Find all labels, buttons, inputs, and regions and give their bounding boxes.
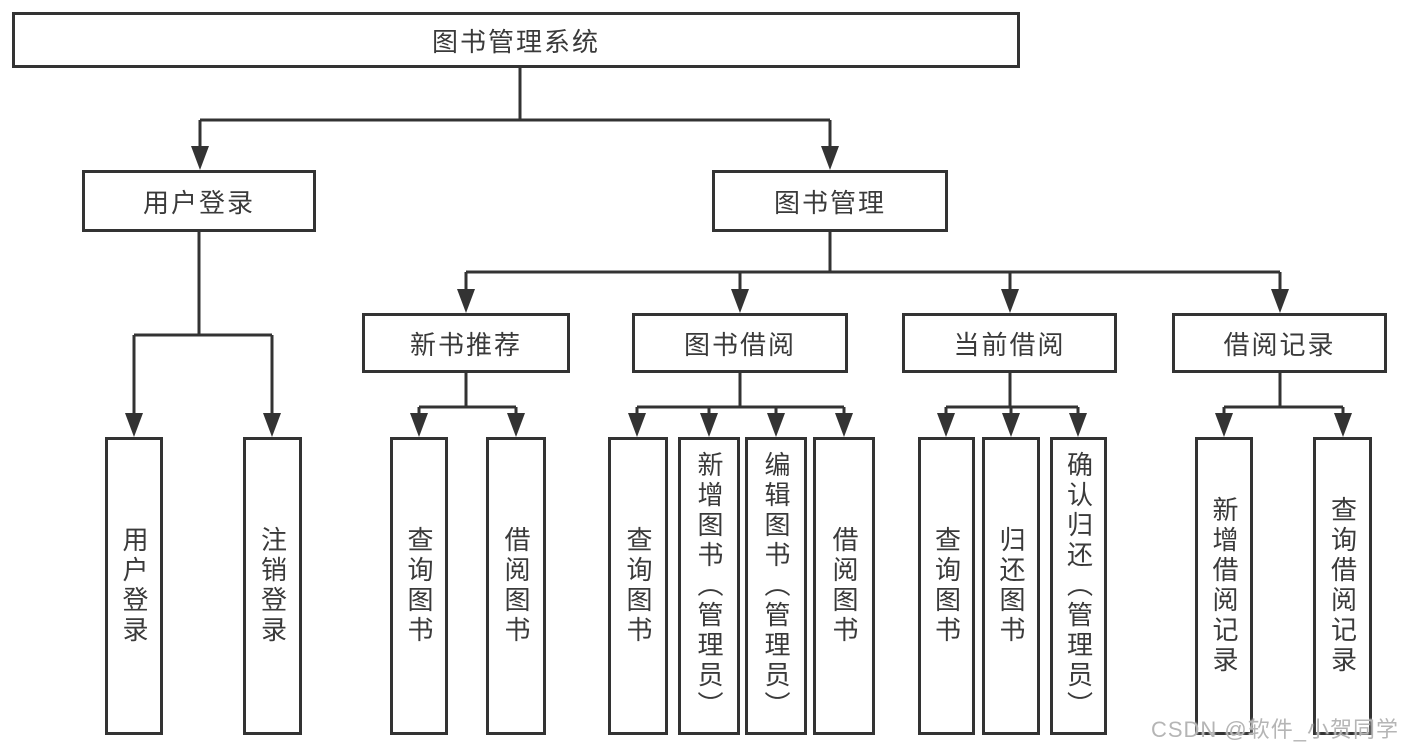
leaf-records-add-record: 新增借阅记录 [1195,437,1253,735]
leaf-current-confirm-return-admin: 确认归还（管理员） [1050,437,1107,735]
leaf-borrow-query-book: 查询图书 [608,437,668,735]
leaf-current-return-book: 归还图书 [982,437,1040,735]
connector-borrow-records-to-leaves [1215,373,1352,437]
leaf-newbook-query-book: 查询图书 [390,437,448,735]
node-borrow-records: 借阅记录 [1172,313,1387,373]
connector-current-borrow-to-leaves [937,373,1087,437]
node-book-borrow: 图书借阅 [632,313,848,373]
node-book-management: 图书管理 [712,170,948,232]
leaf-user-login: 用户登录 [105,437,163,735]
node-new-book-recommend: 新书推荐 [362,313,570,373]
leaf-borrow-borrow-book: 借阅图书 [813,437,875,735]
leaf-current-query-book: 查询图书 [918,437,975,735]
connector-book-borrow-to-leaves [628,373,853,437]
connector-user-login-to-leaves [125,232,281,437]
connector-root-to-level2 [191,68,839,170]
node-current-borrow: 当前借阅 [902,313,1117,373]
node-root: 图书管理系统 [12,12,1020,68]
leaf-borrow-edit-book-admin: 编辑图书（管理员） [745,437,807,735]
leaf-records-query-record: 查询借阅记录 [1313,437,1372,735]
node-user-login: 用户登录 [82,170,316,232]
leaf-borrow-add-book-admin: 新增图书（管理员） [678,437,740,735]
connector-new-book-recommend-to-leaves [410,372,525,437]
csdn-watermark: CSDN @软件_小贺同学 [1150,717,1399,742]
leaf-logout: 注销登录 [243,437,302,735]
leaf-newbook-borrow-book: 借阅图书 [486,437,546,735]
connector-book-management-to-level3 [457,232,1289,313]
